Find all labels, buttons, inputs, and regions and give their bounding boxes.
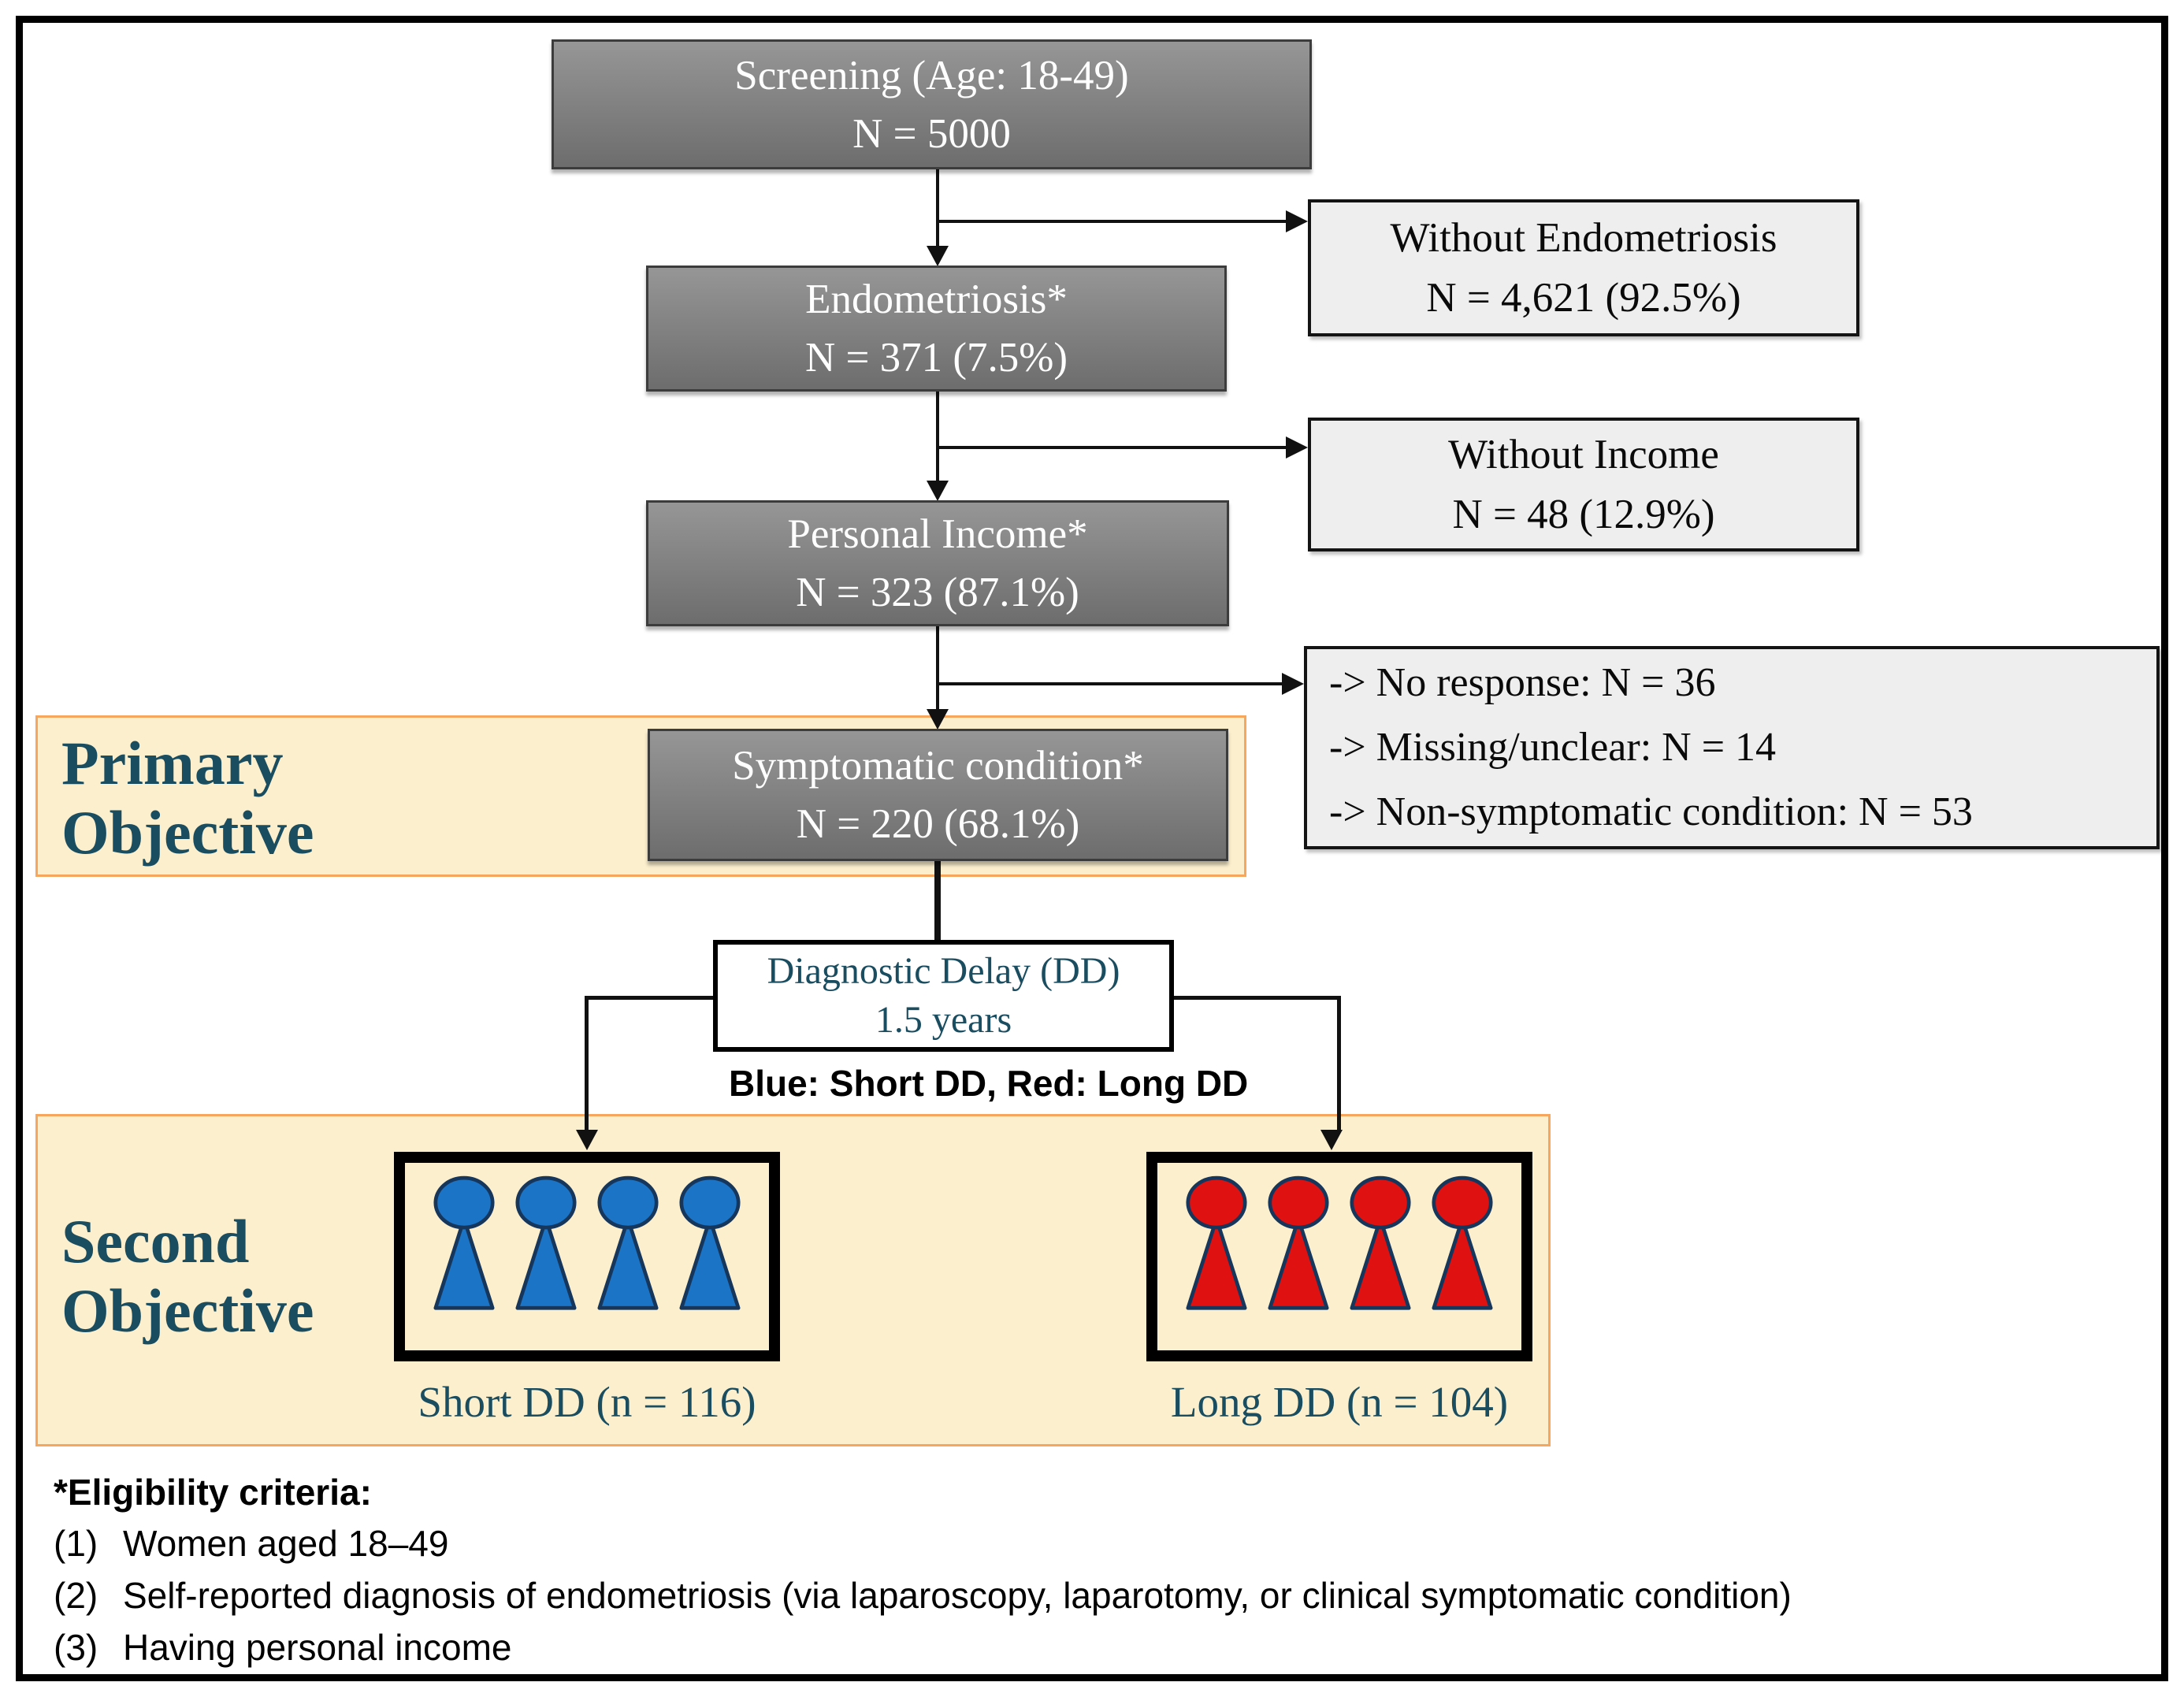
person-icon: [433, 1175, 495, 1310]
personal-income-title: Personal Income*: [787, 511, 1088, 557]
person-icon: [679, 1175, 741, 1310]
screening-title: Screening (Age: 18-49): [734, 52, 1129, 98]
endometriosis-title: Endometriosis*: [805, 277, 1068, 322]
second-objective-label-line2: Objective: [61, 1276, 314, 1345]
screening-n: N = 5000: [852, 110, 1011, 157]
box-diagnostic-delay: Diagnostic Delay (DD) 1.5 years: [713, 940, 1174, 1052]
diagnostic-delay-title: Diagnostic Delay (DD): [767, 950, 1120, 992]
eligibility-item-1: (1) Women aged 18–49: [54, 1517, 2102, 1569]
exclusion-missing-unclear: -> Missing/unclear: N = 14: [1329, 725, 1777, 770]
person-icon: [1268, 1175, 1329, 1310]
long-dd-label: Long DD (n = 104): [1170, 1378, 1509, 1426]
exclusion-non-symptomatic: -> Non-symptomatic condition: N = 53: [1329, 789, 1973, 834]
arrow-down-icon: [927, 709, 949, 730]
eligibility-item-2-text: Self-reported diagnosis of endometriosis…: [123, 1575, 1792, 1616]
endometriosis-n: N = 371 (7.5%): [804, 335, 1068, 381]
eligibility-heading: *Eligibility criteria:: [54, 1472, 372, 1513]
box-without-income: Without Income N = 48 (12.9%): [1308, 418, 1859, 551]
arrow-down-icon: [1320, 1130, 1343, 1150]
short-dd-label: Short DD (n = 116): [418, 1378, 756, 1426]
diagnostic-delay-value: 1.5 years: [875, 999, 1012, 1041]
person-icon: [597, 1175, 659, 1310]
without-income-n: N = 48 (12.9%): [1452, 492, 1715, 537]
long-dd-pictogram-box: [1146, 1152, 1532, 1361]
person-icon: [515, 1175, 577, 1310]
connector-line: [938, 446, 1286, 449]
box-without-endometriosis: Without Endometriosis N = 4,621 (92.5%): [1308, 199, 1859, 336]
arrow-down-icon: [576, 1130, 598, 1150]
person-icon: [1186, 1175, 1247, 1310]
eligibility-item-3: (3) Having personal income: [54, 1621, 2102, 1673]
connector-line: [934, 861, 941, 940]
person-icon: [1350, 1175, 1411, 1310]
eligibility-item-2: (2) Self-reported diagnosis of endometri…: [54, 1569, 2102, 1621]
connector-line: [1337, 996, 1341, 1130]
eligibility-item-3-text: Having personal income: [123, 1627, 512, 1668]
symptomatic-n: N = 220 (68.1%): [796, 801, 1080, 847]
flow-box-personal-income: Personal Income* N = 323 (87.1%): [646, 500, 1229, 626]
without-endometriosis-n: N = 4,621 (92.5%): [1426, 275, 1741, 321]
eligibility-footnote: *Eligibility criteria: (1) Women aged 18…: [54, 1467, 2102, 1673]
primary-objective-label: Primary Objective: [61, 729, 314, 867]
arrow-right-icon: [1286, 210, 1308, 232]
box-other-exclusions: -> No response: N = 36 -> Missing/unclea…: [1304, 646, 2160, 849]
arrow-right-icon: [1286, 436, 1308, 459]
connector-line: [936, 392, 939, 485]
primary-objective-label-line2: Objective: [61, 798, 314, 867]
flow-box-screening: Screening (Age: 18-49) N = 5000: [552, 39, 1312, 169]
personal-income-n: N = 323 (87.1%): [796, 570, 1079, 615]
connector-line: [1174, 996, 1341, 1000]
arrow-down-icon: [927, 246, 949, 266]
person-icon: [1432, 1175, 1493, 1310]
connector-line: [585, 996, 589, 1130]
connector-line: [585, 996, 713, 1000]
connector-line: [936, 169, 939, 262]
symptomatic-title: Symptomatic condition*: [732, 743, 1144, 789]
arrow-down-icon: [927, 481, 949, 501]
short-dd-pictogram-box: [394, 1152, 780, 1361]
connector-line: [936, 626, 939, 711]
without-endometriosis-title: Without Endometriosis: [1390, 215, 1777, 261]
flow-box-symptomatic: Symptomatic condition* N = 220 (68.1%): [648, 729, 1228, 861]
eligibility-item-3-number: (3): [54, 1627, 98, 1668]
exclusion-no-response: -> No response: N = 36: [1329, 660, 1716, 705]
connector-line: [938, 220, 1286, 223]
primary-objective-label-line1: Primary: [61, 729, 284, 797]
second-objective-label-line1: Second: [61, 1207, 250, 1276]
color-legend: Blue: Short DD, Red: Long DD: [729, 1063, 1249, 1104]
connector-line: [938, 682, 1282, 685]
eligibility-item-1-number: (1): [54, 1523, 98, 1564]
outer-frame: [16, 16, 2168, 1681]
second-objective-label: Second Objective: [61, 1207, 314, 1346]
eligibility-item-1-text: Women aged 18–49: [123, 1523, 449, 1564]
flow-box-endometriosis: Endometriosis* N = 371 (7.5%): [646, 266, 1227, 392]
without-income-title: Without Income: [1448, 432, 1719, 477]
arrow-right-icon: [1282, 673, 1304, 695]
eligibility-item-2-number: (2): [54, 1575, 98, 1616]
